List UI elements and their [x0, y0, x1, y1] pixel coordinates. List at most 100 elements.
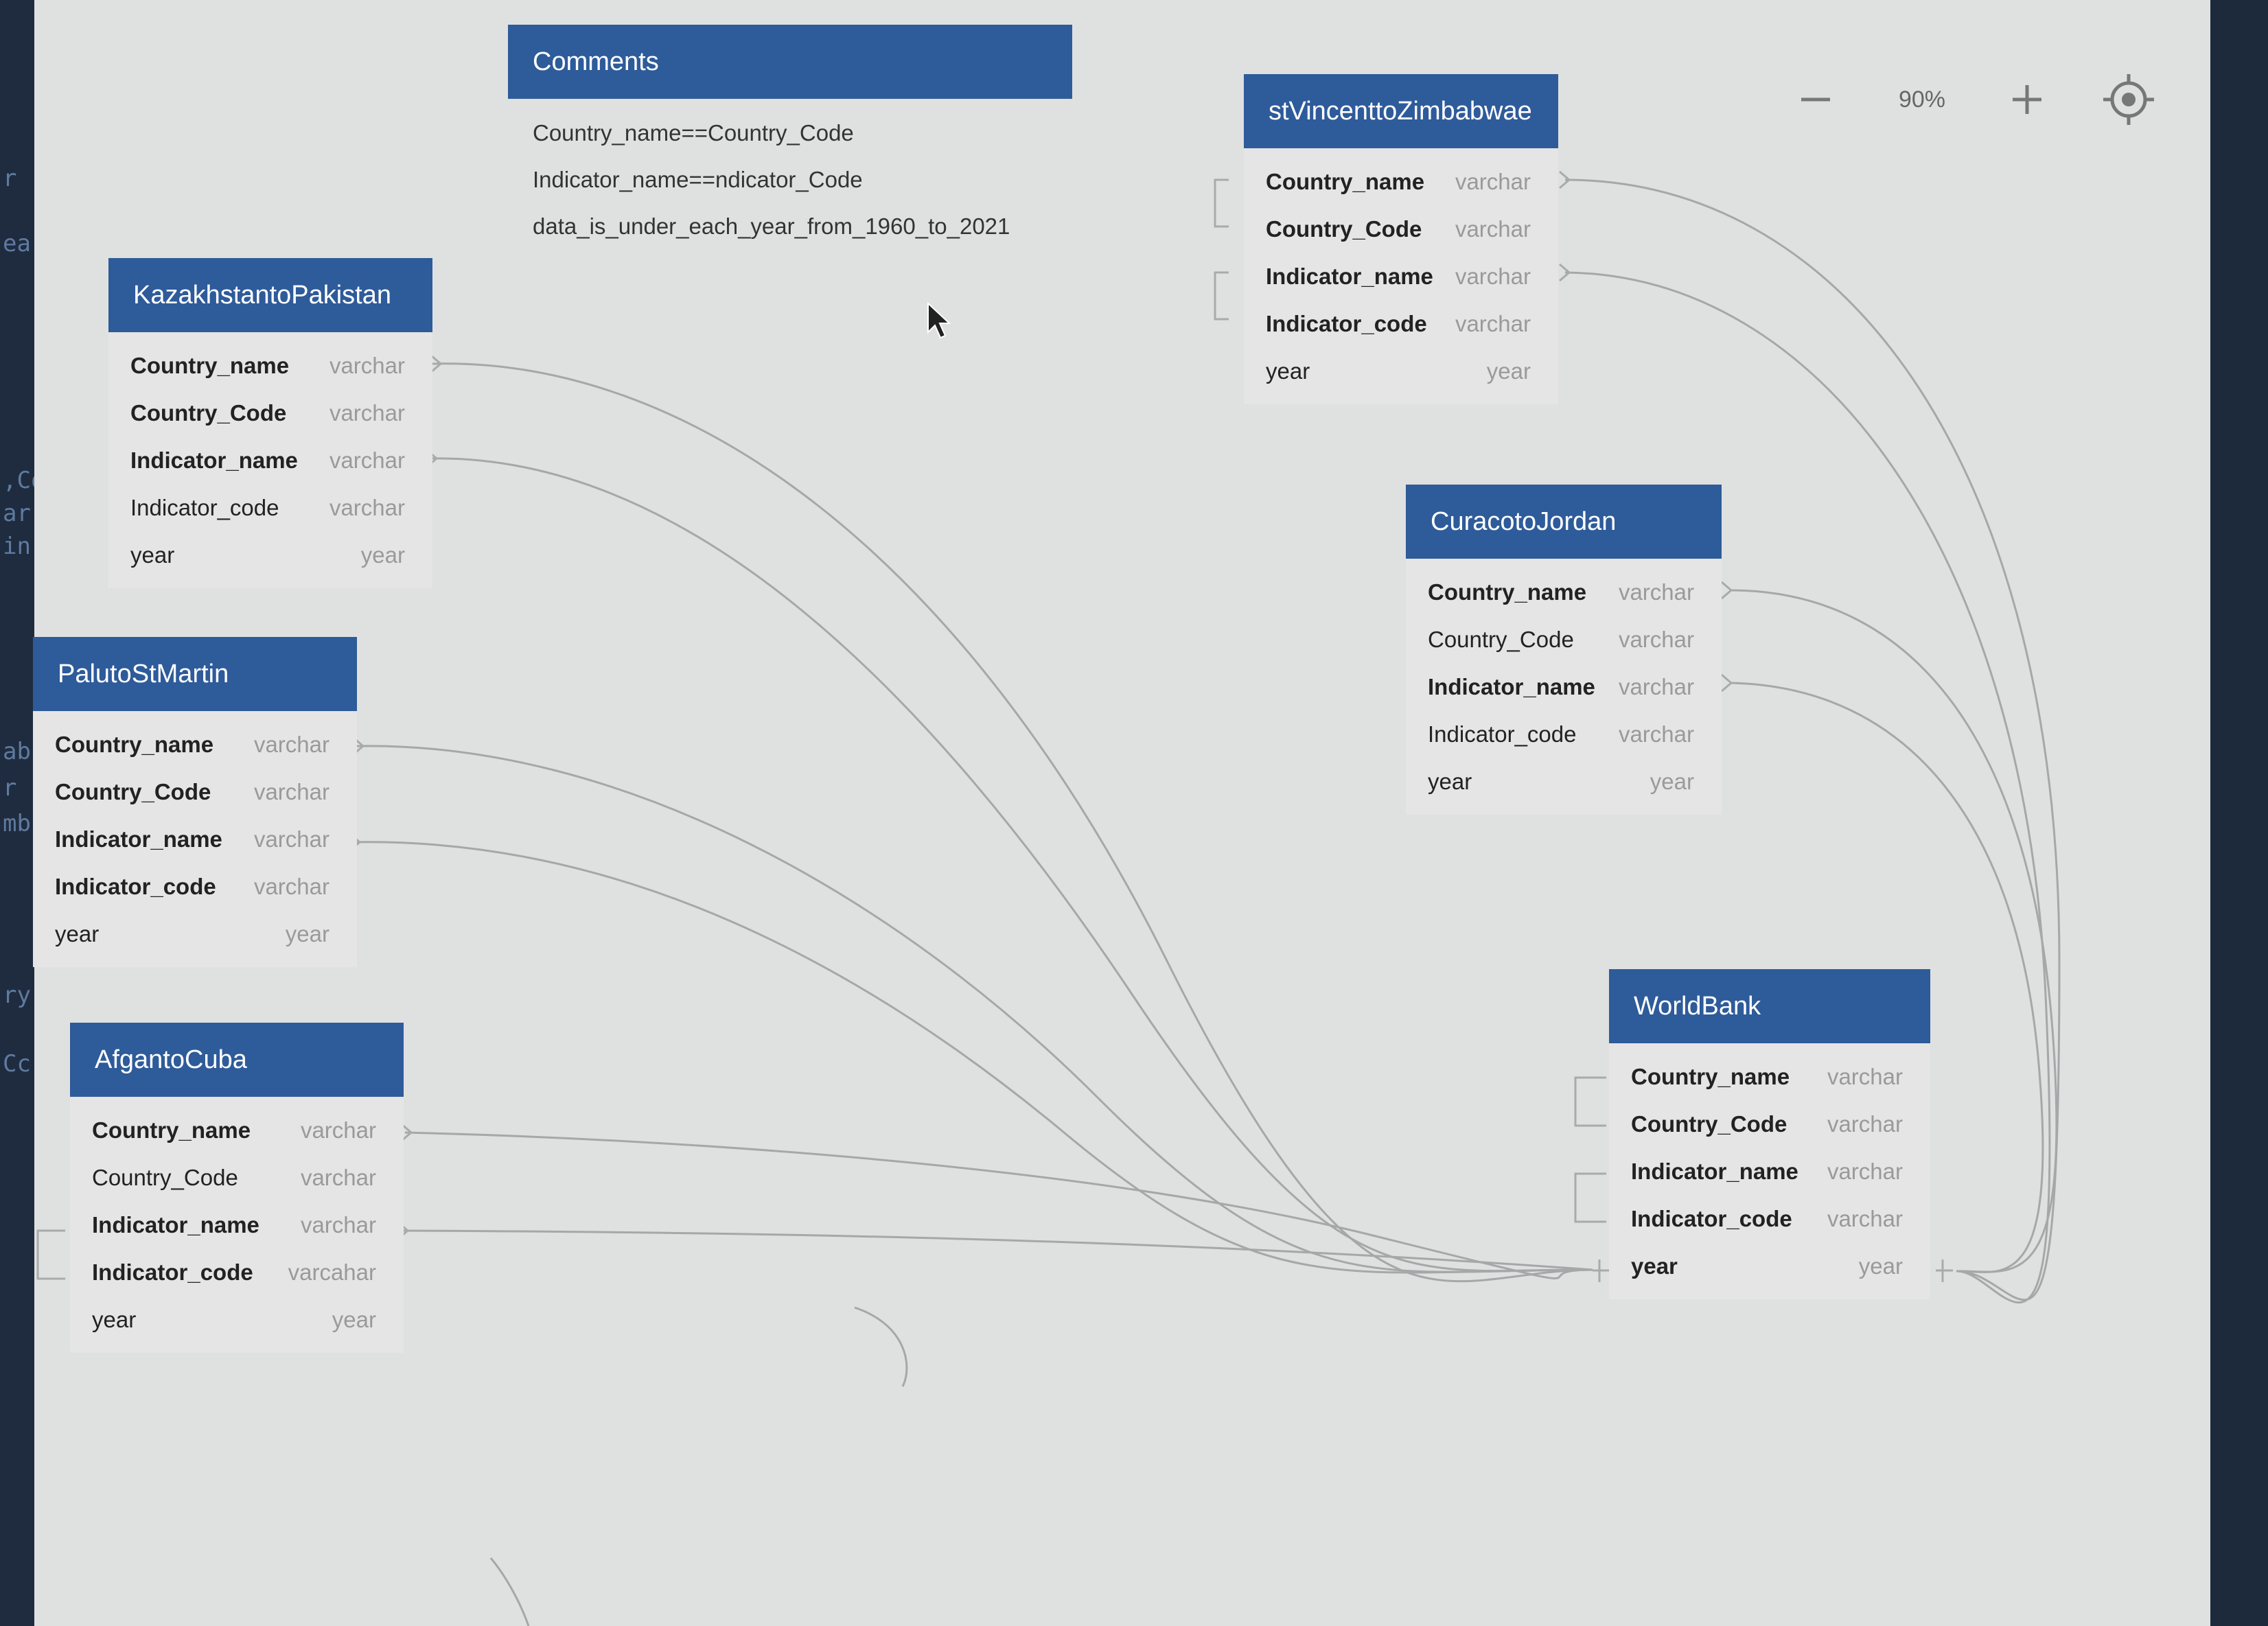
- zoom-in-button[interactable]: [1996, 69, 2058, 130]
- zoom-out-button[interactable]: [1785, 69, 1847, 130]
- field-type: year: [332, 1307, 376, 1332]
- table-title: AfgantoCuba: [70, 1023, 404, 1097]
- field-name: Country_Code: [1631, 1111, 1787, 1137]
- field-type: varchar: [329, 448, 405, 473]
- field-type: varchar: [1827, 1206, 1903, 1231]
- mouse-cursor-icon: [927, 302, 951, 339]
- field-row[interactable]: Indicator_name varchar: [1406, 663, 1722, 710]
- edge-fragment: r: [3, 774, 17, 802]
- field-type: varchar: [300, 1117, 376, 1143]
- field-row[interactable]: Country_Code varchar: [33, 768, 357, 815]
- field-type: year: [285, 921, 329, 946]
- field-type: varchar: [1618, 579, 1694, 605]
- field-name: Country_Code: [92, 1165, 238, 1190]
- field-name: Country_Code: [1266, 216, 1422, 242]
- field-row[interactable]: Country_Code varchar: [1244, 205, 1558, 253]
- table-title: KazakhstantoPakistan: [108, 258, 432, 332]
- field-name: Indicator_name: [1428, 674, 1595, 699]
- field-row[interactable]: Indicator_code varchar: [1244, 300, 1558, 347]
- field-row[interactable]: Country_name varchar: [33, 721, 357, 768]
- field-type: varchar: [253, 826, 329, 852]
- field-name: Indicator_name: [55, 826, 222, 852]
- edge-fragment: mb: [3, 810, 31, 837]
- zoom-level: 90%: [1898, 86, 1946, 113]
- field-name: Country_name: [55, 732, 214, 757]
- field-row[interactable]: Indicator_name varchar: [33, 815, 357, 863]
- comment-line: Indicator_name==ndicator_Code: [533, 167, 863, 192]
- field-type: varchar: [1455, 311, 1531, 336]
- field-row[interactable]: Indicator_code varchar: [1609, 1195, 1930, 1242]
- field-type: year: [360, 542, 405, 568]
- field-type: varchar: [329, 400, 405, 426]
- field-name: Country_name: [1631, 1064, 1790, 1089]
- field-type: varchar: [1618, 674, 1694, 699]
- field-type: varchar: [253, 874, 329, 899]
- field-name: Country_name: [1428, 579, 1587, 605]
- zoom-controls: 90%: [1785, 69, 2169, 130]
- field-type: varchar: [1618, 721, 1694, 747]
- table-title: stVincenttoZimbabwae: [1244, 74, 1558, 148]
- field-name: year: [92, 1307, 137, 1332]
- field-name: year: [1266, 358, 1310, 384]
- field-name: Country_Code: [1428, 627, 1574, 652]
- comment-line: Country_name==Country_Code: [533, 120, 854, 146]
- field-row[interactable]: Country_name varchar: [108, 342, 432, 389]
- field-name: year: [1631, 1253, 1678, 1279]
- edge-fragment: r: [3, 165, 17, 192]
- comment-line: data_is_under_each_year_from_1960_to_202…: [533, 213, 1010, 239]
- edge-fragment: ar: [3, 500, 31, 527]
- diagram-canvas[interactable]: [34, 0, 2210, 1626]
- field-name: Country_name: [130, 353, 290, 378]
- field-name: Indicator_code: [1631, 1206, 1792, 1231]
- edge-fragment: ab: [3, 738, 31, 765]
- recenter-button[interactable]: [2098, 69, 2160, 130]
- field-name: Country_Code: [55, 779, 211, 804]
- field-row[interactable]: year year: [70, 1296, 404, 1343]
- field-name: Indicator_name: [92, 1212, 259, 1238]
- field-type: varchar: [253, 779, 329, 804]
- field-type: varchar: [300, 1165, 376, 1190]
- field-name: Indicator_code: [1266, 311, 1427, 336]
- field-type: varchar: [300, 1212, 376, 1238]
- field-name: year: [130, 542, 175, 568]
- field-row[interactable]: Country_Code varchar: [70, 1154, 404, 1201]
- field-row[interactable]: Indicator_code varchar: [1406, 710, 1722, 758]
- field-type: varcahar: [288, 1259, 376, 1285]
- field-row[interactable]: Indicator_name varchar: [70, 1201, 404, 1248]
- field-row[interactable]: Country_name varchar: [1406, 568, 1722, 616]
- plus-icon: [2013, 85, 2041, 114]
- field-row[interactable]: year year: [108, 531, 432, 579]
- field-type: varchar: [1455, 216, 1531, 242]
- field-type: varchar: [1827, 1159, 1903, 1184]
- field-name: Indicator_name: [1266, 264, 1433, 289]
- field-type: varchar: [329, 353, 405, 378]
- comments-note[interactable]: Comments Country_name==Country_Code Indi…: [508, 25, 1072, 261]
- table-title: PalutoStMartin: [33, 637, 357, 711]
- field-name: Indicator_code: [1428, 721, 1577, 747]
- field-type: varchar: [253, 732, 329, 757]
- field-name: year: [1428, 769, 1472, 794]
- field-name: Country_name: [1266, 169, 1425, 194]
